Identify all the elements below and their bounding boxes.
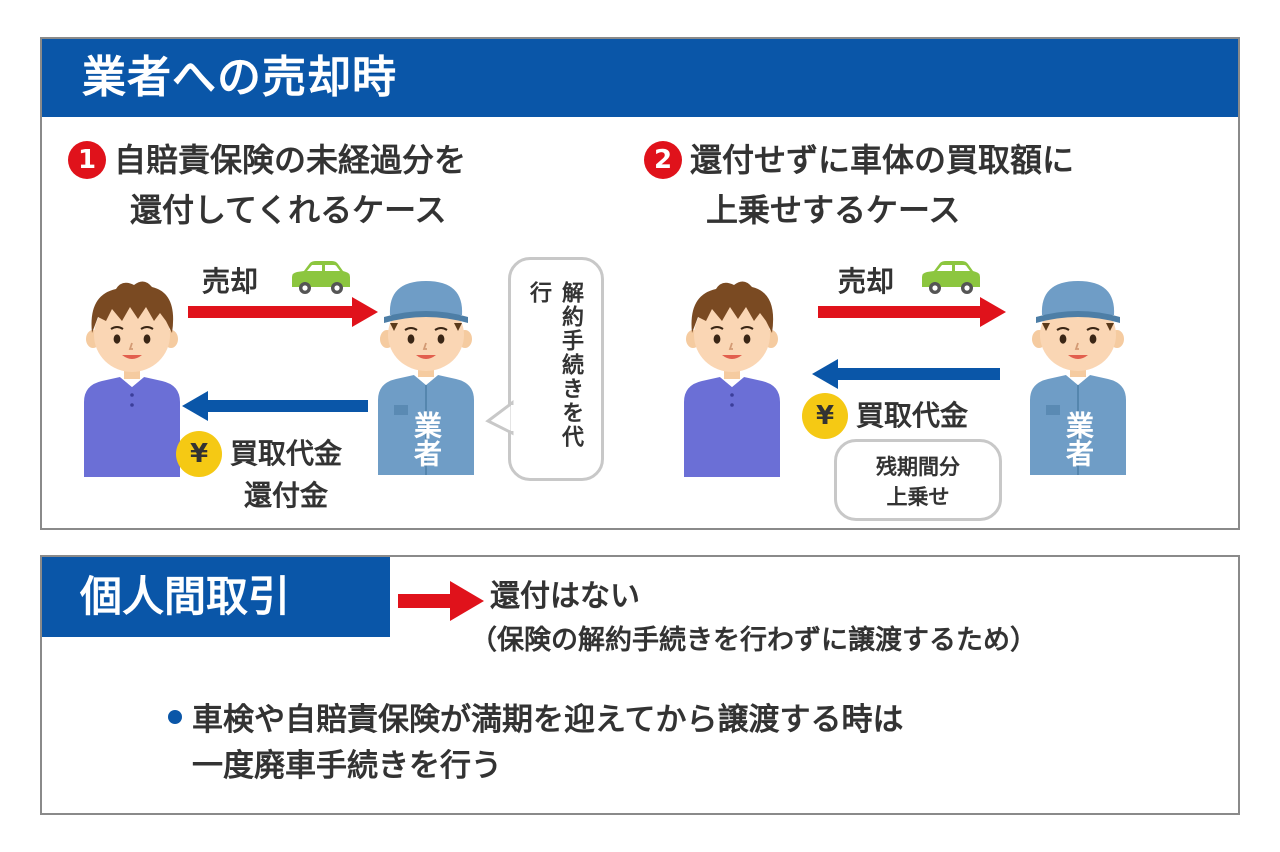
yen-coin-icon: ¥ <box>176 431 222 477</box>
customer-icon <box>82 277 182 477</box>
case2-note-line1: 残期間分 <box>876 455 960 479</box>
case2-title-line2: 上乗せするケース <box>706 191 961 229</box>
private-sale-section: 個人間取引 還付はない （保険の解約手続きを行わずに譲渡するため） 車検や自賠責… <box>40 555 1240 815</box>
dealer-label-text: 業者 <box>410 411 443 467</box>
case1-dealer-label: 業者 <box>406 411 446 475</box>
arrow-left-icon <box>182 391 368 421</box>
case2-dealer-label: 業者 <box>1058 411 1098 475</box>
customer-icon <box>682 277 782 477</box>
bullet-item: 車検や自賠責保険が満期を迎えてから譲渡する時は 一度廃車手続きを行う <box>168 697 903 789</box>
case1-refund-label: 還付金 <box>244 479 329 512</box>
no-refund-reason: （保険の解約手続きを行わずに譲渡するため） <box>470 625 1037 656</box>
dealer-label-text: 業者 <box>1062 411 1095 467</box>
section-title: 業者への売却時 <box>42 39 1238 117</box>
arrow-left-icon <box>812 359 1000 389</box>
bubble-text: 解約手続きを代行 <box>526 281 583 449</box>
case2-note-box: 残期間分 上乗せ <box>834 439 1002 521</box>
case2-title-line1: 還付せずに車体の買取額に <box>690 141 1075 179</box>
arrow-right-icon <box>818 297 1006 327</box>
no-refund-text: 還付はない <box>490 579 640 614</box>
case2-sale-label: 売却 <box>838 265 895 298</box>
case2-money-label: 買取代金 <box>856 399 969 432</box>
case1-money-label: 買取代金 <box>230 437 343 470</box>
case2-note-line2: 上乗せ <box>886 485 950 509</box>
speech-bubble-tail <box>485 400 517 436</box>
case1-title-line1: 自賠責保険の未経過分を <box>114 141 467 179</box>
car-icon <box>288 257 352 297</box>
private-sale-title: 個人間取引 <box>42 557 390 637</box>
case1-number-badge: 1 <box>68 141 106 179</box>
speech-bubble-icon <box>508 257 604 481</box>
yen-coin-icon: ¥ <box>802 393 848 439</box>
case2-number-badge: 2 <box>644 141 682 179</box>
bullet-dot-icon <box>168 710 182 724</box>
bullet-line1: 車検や自賠責保険が満期を迎えてから譲渡する時は <box>192 702 904 738</box>
arrow-right-icon <box>188 297 378 327</box>
case1-title-line2: 還付してくれるケース <box>130 191 447 229</box>
arrow-right-icon <box>398 581 484 621</box>
car-icon <box>918 257 982 297</box>
case1-sale-label: 売却 <box>202 265 259 298</box>
bullet-line2: 一度廃車手続きを行う <box>192 748 502 784</box>
